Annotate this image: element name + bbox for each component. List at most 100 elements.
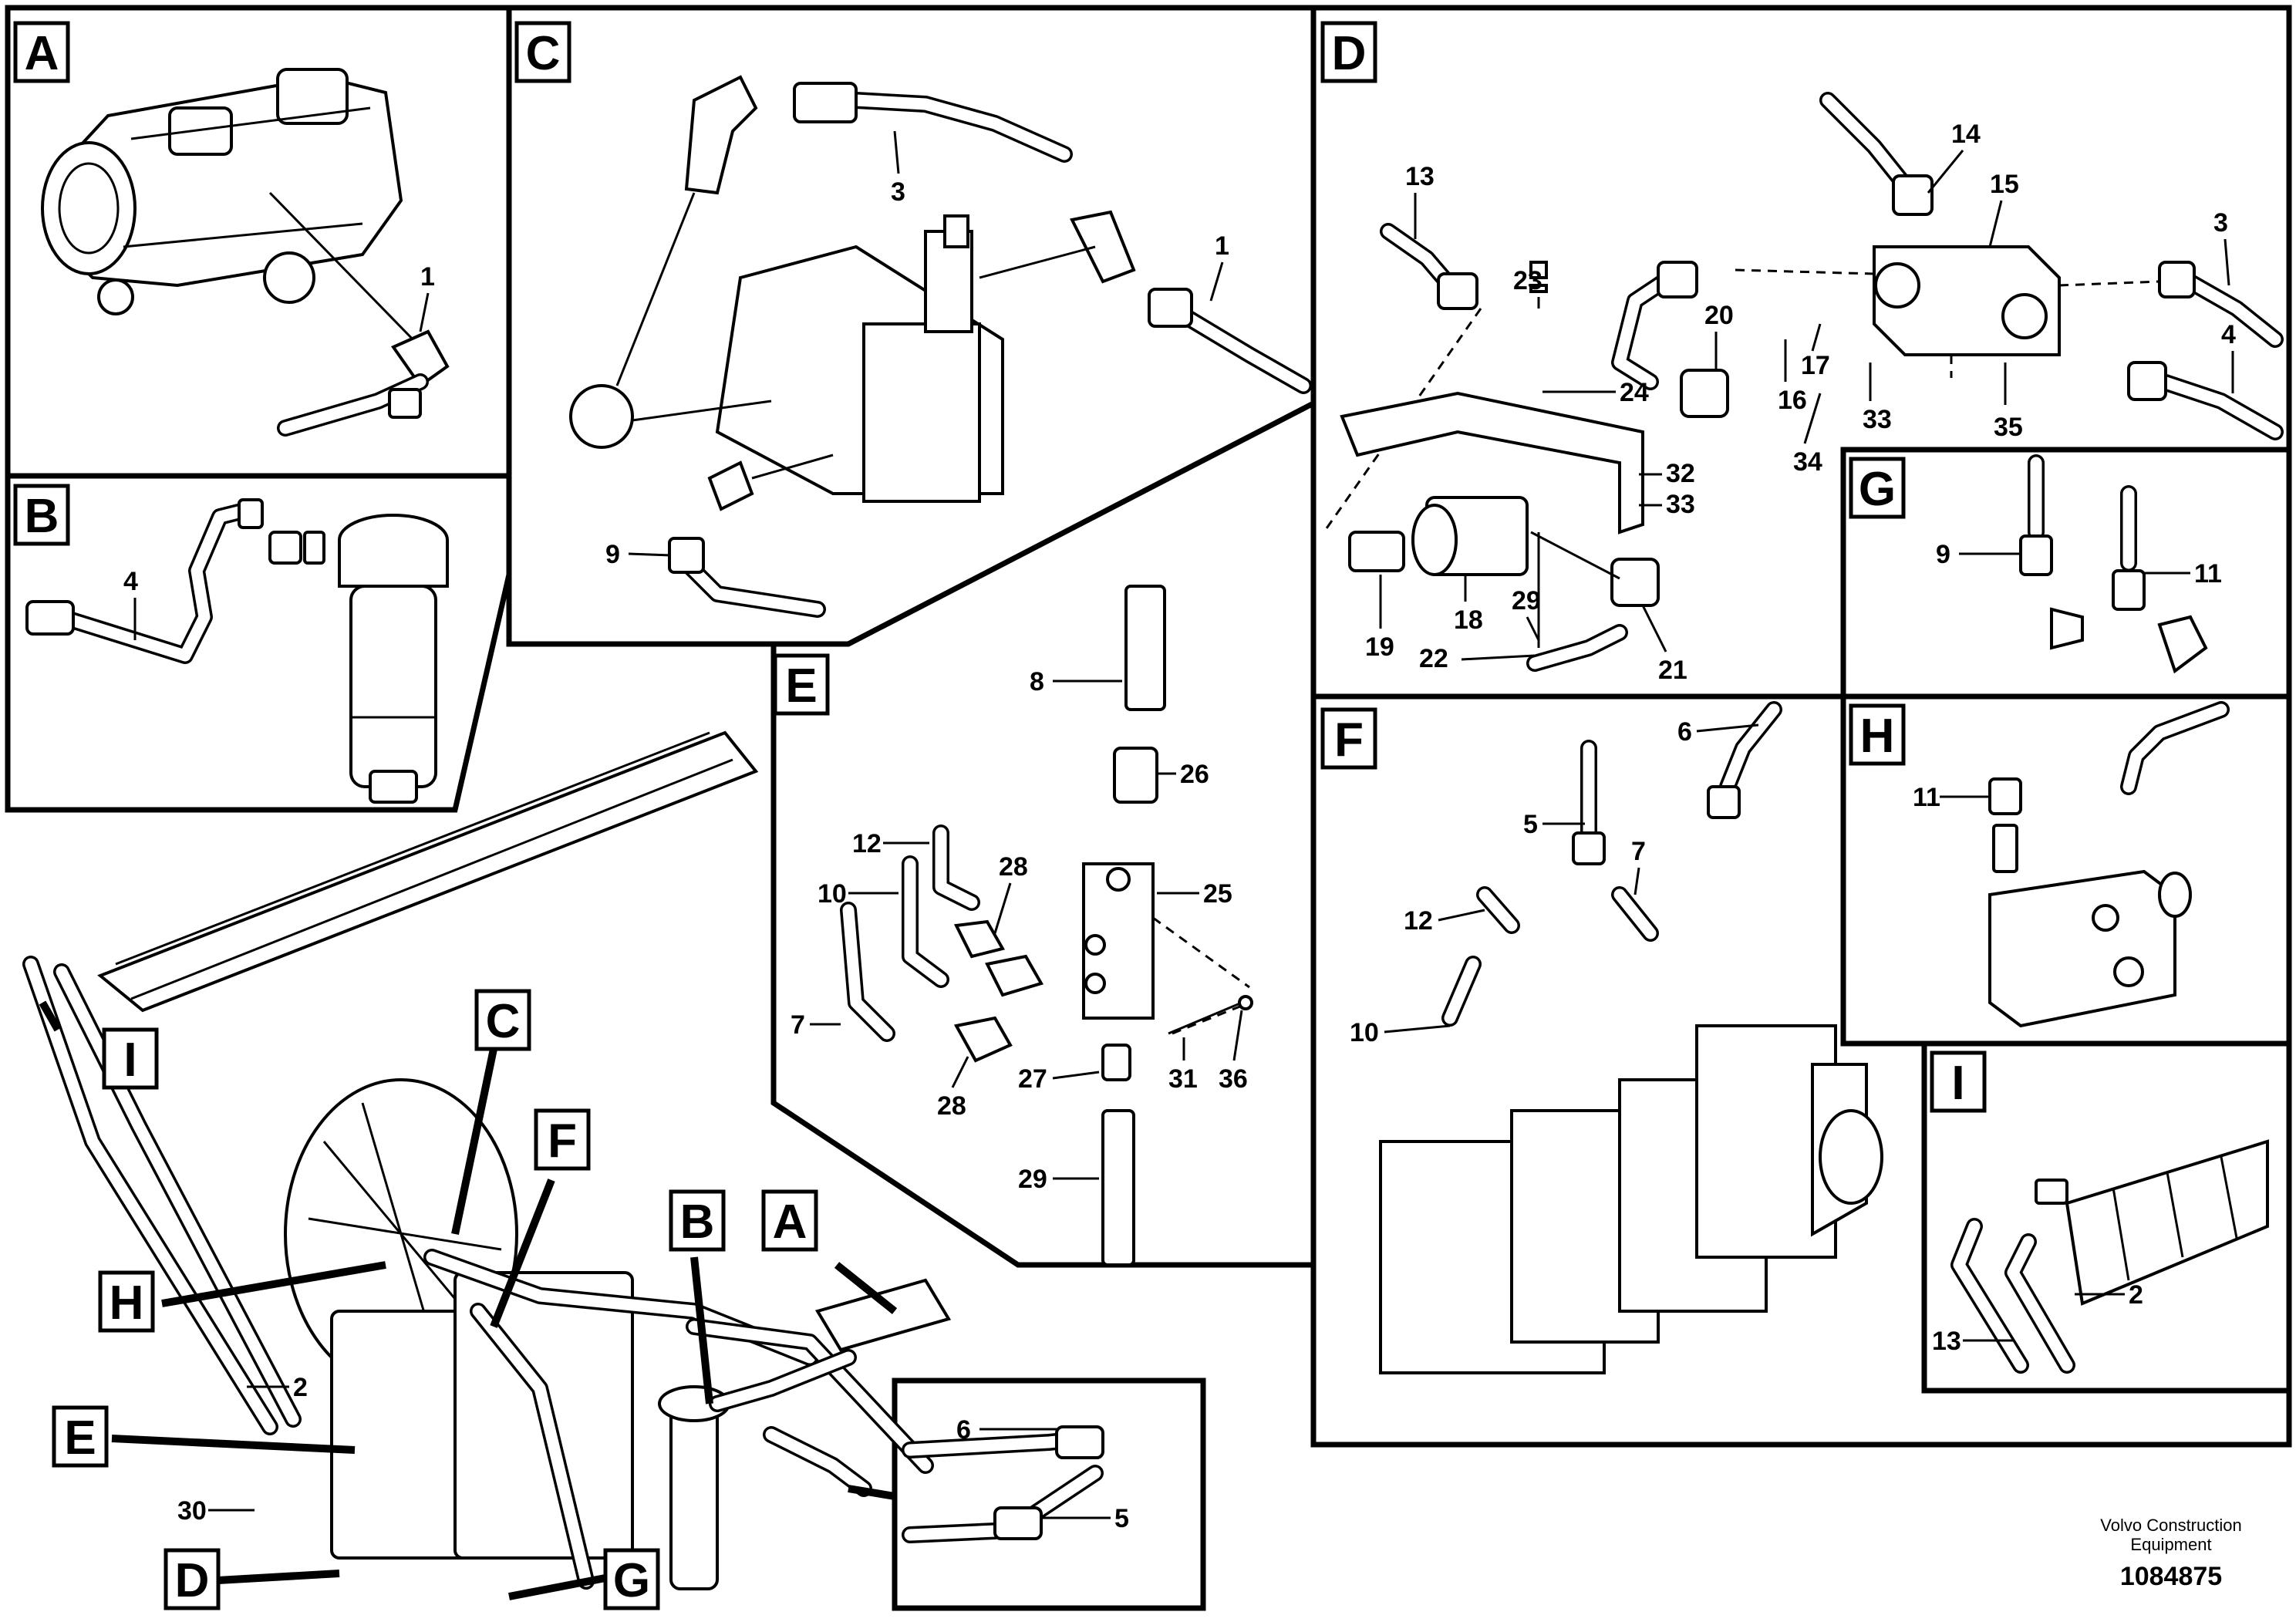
- part-label: 5: [1523, 810, 1538, 839]
- part-label: 10: [1350, 1018, 1379, 1047]
- part-label: 36: [1219, 1064, 1248, 1094]
- svg-text:H: H: [110, 1276, 144, 1330]
- svg-text:E: E: [64, 1411, 96, 1465]
- overview-callout-lines: [39, 1000, 898, 1600]
- part-label: 26: [1180, 760, 1209, 789]
- part-label: 12: [852, 829, 882, 858]
- part-label: 34: [1793, 447, 1822, 477]
- part-label: 28: [999, 852, 1028, 882]
- part-label: 21: [1658, 656, 1687, 685]
- panel-d-manifold-drawing: [1325, 92, 2284, 672]
- part-label: 29: [1018, 1165, 1047, 1194]
- panel-tag-c[interactable]: C: [514, 21, 571, 83]
- panel-e-block-drawing: [840, 585, 1253, 1266]
- part-label: 24: [1620, 378, 1649, 407]
- part-label: 11: [2194, 559, 2222, 588]
- part-label: 3: [2213, 208, 2228, 238]
- part-label: 4: [2221, 320, 2236, 349]
- part-label: 32: [1666, 459, 1695, 488]
- overview-callout-h[interactable]: H: [98, 1270, 155, 1333]
- overview-callout-f[interactable]: F: [534, 1108, 591, 1171]
- svg-text:I: I: [123, 1034, 137, 1087]
- part-label: 22: [1419, 644, 1448, 673]
- part-label: 9: [605, 540, 620, 569]
- inset-hoses-drawing: [902, 1425, 1104, 1543]
- overview-callout-a[interactable]: A: [761, 1189, 818, 1252]
- part-label: 33: [1666, 490, 1695, 519]
- panel-a-pump-drawing: [41, 68, 450, 437]
- svg-text:D: D: [1332, 27, 1367, 80]
- part-label: 18: [1454, 605, 1483, 635]
- footer-company-line2: Equipment: [2130, 1535, 2211, 1554]
- part-label: 25: [1203, 879, 1232, 909]
- svg-text:E: E: [785, 659, 817, 713]
- panel-g-fitting-drawing: [2019, 454, 2208, 674]
- part-label: 8: [1030, 667, 1044, 696]
- part-label: 2: [293, 1373, 308, 1402]
- overview-callout-c[interactable]: C: [474, 989, 531, 1051]
- panel-tag-g[interactable]: G: [1849, 457, 1906, 519]
- part-label: 15: [1990, 170, 2019, 199]
- part-label: 31: [1168, 1064, 1198, 1094]
- part-label: 28: [937, 1091, 966, 1121]
- part-label: 6: [1677, 717, 1692, 747]
- part-label: 9: [1936, 540, 1950, 569]
- overview-callout-b[interactable]: B: [669, 1189, 726, 1252]
- svg-text:H: H: [1860, 710, 1895, 763]
- part-label: 11: [1913, 783, 1940, 812]
- panel-tag-e[interactable]: E: [773, 653, 830, 716]
- panel-tag-a[interactable]: A: [13, 21, 70, 83]
- svg-text:D: D: [175, 1554, 210, 1607]
- part-label: 27: [1018, 1064, 1047, 1094]
- panel-g-frame: [1840, 447, 2292, 700]
- part-label: 16: [1778, 386, 1807, 415]
- part-label: 29: [1512, 586, 1541, 615]
- svg-text:A: A: [25, 27, 59, 80]
- panel-tag-h[interactable]: H: [1849, 703, 1906, 766]
- svg-text:C: C: [486, 995, 521, 1048]
- part-label: 30: [177, 1496, 207, 1526]
- svg-text:F: F: [1334, 713, 1364, 767]
- svg-text:B: B: [680, 1195, 715, 1249]
- overview-callout-g[interactable]: G: [603, 1548, 660, 1610]
- part-label: 5: [1114, 1504, 1129, 1533]
- panel-tag-d[interactable]: D: [1320, 21, 1377, 83]
- part-label: 35: [1994, 413, 2023, 442]
- svg-text:G: G: [1859, 463, 1896, 516]
- part-label: 4: [123, 567, 138, 596]
- part-label: 14: [1951, 120, 1981, 149]
- svg-text:C: C: [526, 27, 561, 80]
- overview-callout-e[interactable]: E: [52, 1405, 109, 1468]
- part-label: 1: [1215, 231, 1229, 261]
- part-label: 13: [1932, 1327, 1961, 1356]
- part-label: 19: [1365, 632, 1394, 662]
- part-label: 7: [791, 1010, 805, 1040]
- panel-tag-i[interactable]: I: [1930, 1050, 1987, 1113]
- overview-callout-d[interactable]: D: [164, 1548, 221, 1610]
- panel-tag-b[interactable]: B: [13, 484, 70, 546]
- overview-callout-i[interactable]: I: [102, 1027, 159, 1090]
- panel-b-filter-drawing: [25, 498, 449, 804]
- part-label: 3: [891, 177, 905, 207]
- panel-i-cooler-drawing: [1950, 1139, 2269, 1374]
- part-label: 7: [1631, 837, 1646, 866]
- part-label: 33: [1863, 405, 1892, 434]
- panel-tag-f[interactable]: F: [1320, 707, 1377, 770]
- part-label: 12: [1404, 906, 1433, 936]
- part-label: 20: [1704, 301, 1734, 330]
- svg-text:I: I: [1951, 1057, 1964, 1110]
- part-label: 1: [420, 262, 435, 292]
- panel-h-block-drawing: [1988, 701, 2230, 1028]
- svg-text:F: F: [548, 1114, 577, 1168]
- part-label: 10: [818, 879, 847, 909]
- svg-text:A: A: [773, 1195, 807, 1249]
- part-label: 2: [2129, 1280, 2143, 1310]
- svg-text:G: G: [613, 1554, 650, 1607]
- footer-drawing-number: 1084875: [2120, 1562, 2222, 1591]
- part-label: 17: [1801, 351, 1830, 380]
- part-label: 23: [1513, 266, 1542, 295]
- panel-c-pump-drawing: [569, 75, 1312, 618]
- part-label: 13: [1405, 162, 1435, 191]
- svg-text:B: B: [25, 490, 59, 543]
